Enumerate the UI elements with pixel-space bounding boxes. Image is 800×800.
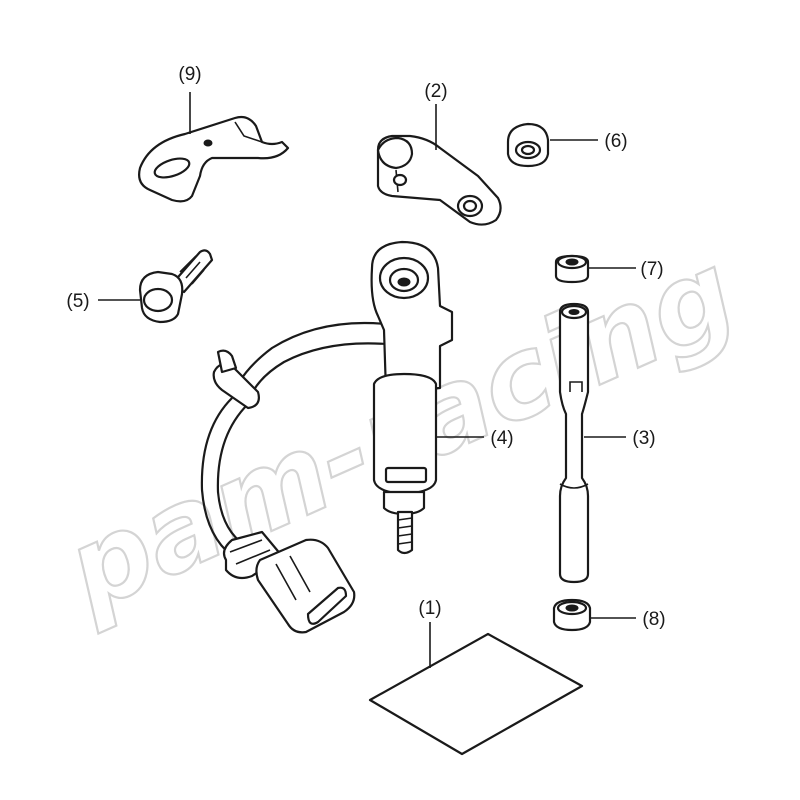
part-6-collar <box>506 122 550 168</box>
callout-4: (4) <box>490 428 513 449</box>
part-1-instruction-sheet <box>368 632 584 756</box>
callout-6: (6) <box>604 131 627 152</box>
callout-7: (7) <box>640 259 663 280</box>
callout-8: (8) <box>642 609 665 630</box>
part-5-bolt <box>138 249 214 324</box>
part-9-bracket <box>138 115 290 203</box>
leader-lines <box>98 92 636 668</box>
callout-labels: (9) (2) (6) (5) (7) (4) (3) (8) (1) <box>66 64 665 630</box>
callout-9: (9) <box>178 64 201 85</box>
callout-1: (1) <box>418 598 441 619</box>
part-8-nut <box>552 598 592 632</box>
part-3-tie-rod <box>558 302 590 584</box>
callout-2: (2) <box>424 81 447 102</box>
part-2-linkage-arm <box>376 134 502 226</box>
part-7-nut <box>554 254 590 284</box>
callout-3: (3) <box>632 428 655 449</box>
callout-5: (5) <box>66 291 89 312</box>
part-4-sensor-harness <box>200 240 454 634</box>
